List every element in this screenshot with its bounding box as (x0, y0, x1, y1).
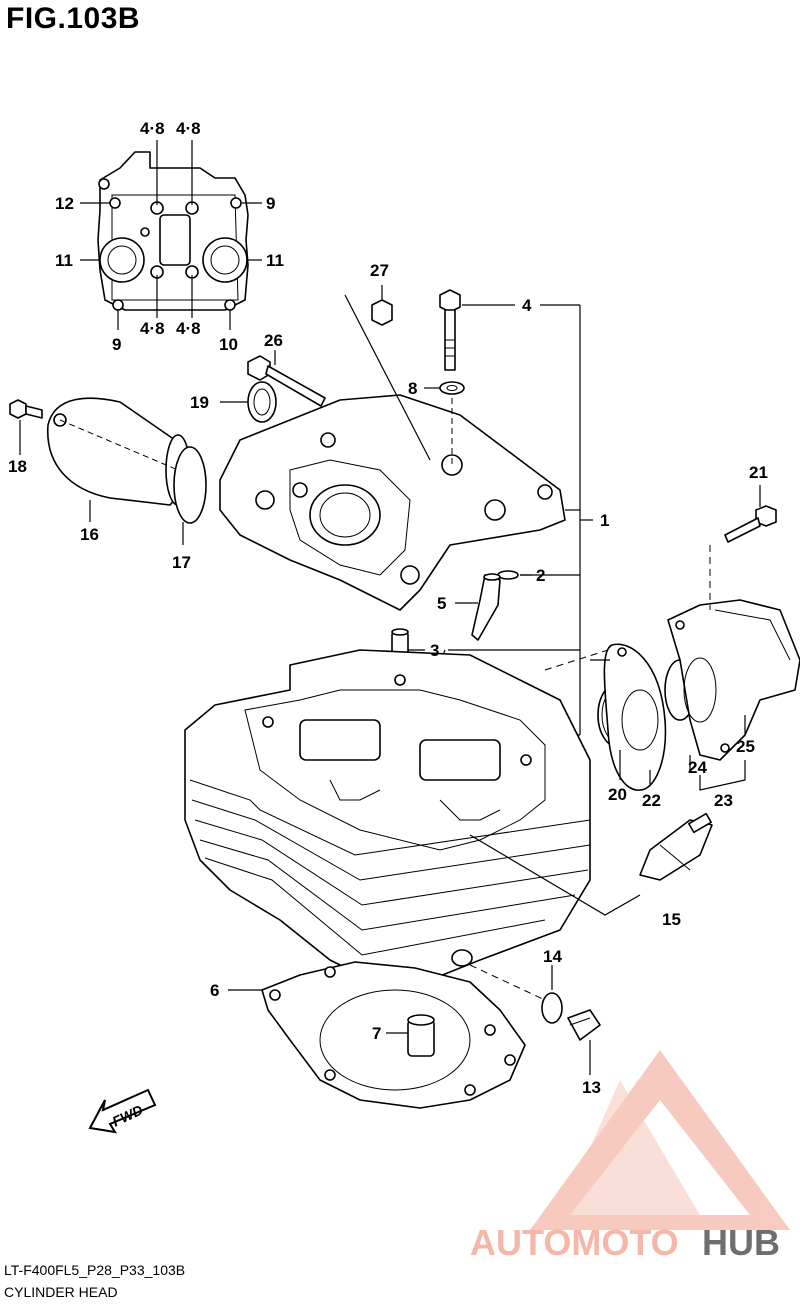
callout-12: 12 (55, 194, 74, 213)
callout-17: 17 (172, 553, 191, 572)
callout-19: 19 (190, 393, 209, 412)
callout-4: 4 (522, 296, 532, 315)
plug-13 (567, 1009, 601, 1041)
callout-10: 10 (219, 335, 238, 354)
callout-4-8-b: 4·8 (176, 119, 201, 138)
figure-title: FIG.103B (6, 2, 141, 35)
bolt-21 (724, 505, 777, 543)
seal-19 (247, 381, 277, 423)
spark-plug-15 (639, 812, 713, 881)
figure-name: CYLINDER HEAD (4, 1284, 118, 1300)
watermark-brand-part1: AUTOMOTO (470, 1222, 679, 1263)
plug-27 (371, 299, 393, 326)
callout-4-8-c: 4·8 (140, 319, 165, 338)
fwd-arrow-icon: FWD (88, 1088, 157, 1134)
callout-4-8-d: 4·8 (176, 319, 201, 338)
callout-24: 24 (688, 758, 707, 777)
callout-21: 21 (749, 463, 768, 482)
watermark-logo (530, 1050, 790, 1230)
callout-4-8-a: 4·8 (140, 119, 165, 138)
gasket-22 (603, 643, 667, 791)
gasket-14 (541, 992, 563, 1024)
watermark-brand-part2: HUB (702, 1222, 780, 1263)
callout-1: 1 (600, 511, 609, 530)
valve-5 (471, 573, 501, 641)
callout-13: 13 (582, 1078, 601, 1097)
callout-16: 16 (80, 525, 99, 544)
callout-14: 14 (543, 947, 562, 966)
callout-11-a: 11 (55, 251, 73, 270)
callout-27: 27 (370, 261, 389, 280)
callout-3: 3 (430, 641, 439, 660)
bolt-26 (247, 355, 326, 407)
callout-5: 5 (437, 594, 446, 613)
head-gasket-6 (261, 961, 526, 1109)
intake-pipe-25 (667, 599, 800, 761)
callout-6: 6 (210, 981, 219, 1000)
callout-11-b: 11 (266, 251, 284, 270)
washer-8 (439, 381, 465, 395)
dowel-7 (407, 1014, 435, 1057)
side-cover-16 (47, 397, 191, 506)
callout-26: 26 (264, 331, 283, 350)
cylinder-head-cover-1 (219, 394, 566, 611)
bolt-18 (9, 399, 43, 419)
callout-9-b: 9 (112, 335, 121, 354)
head-cover-gasket-inset (97, 151, 249, 311)
callout-25: 25 (736, 737, 755, 756)
callout-2: 2 (536, 566, 545, 585)
callout-7: 7 (372, 1024, 381, 1043)
callout-23: 23 (714, 791, 733, 810)
o-ring-2 (497, 570, 519, 580)
callout-22: 22 (642, 791, 661, 810)
callout-18: 18 (8, 457, 27, 476)
dowel-3 (391, 628, 409, 657)
callout-20: 20 (608, 785, 627, 804)
bolt-4 (439, 289, 461, 371)
callout-15: 15 (662, 910, 681, 929)
callout-9-a: 9 (266, 194, 275, 213)
figure-code: LT-F400FL5_P28_P33_103B (4, 1262, 186, 1278)
callout-8: 8 (408, 379, 417, 398)
cylinder-head (184, 649, 591, 986)
o-ring-17 (173, 446, 207, 524)
